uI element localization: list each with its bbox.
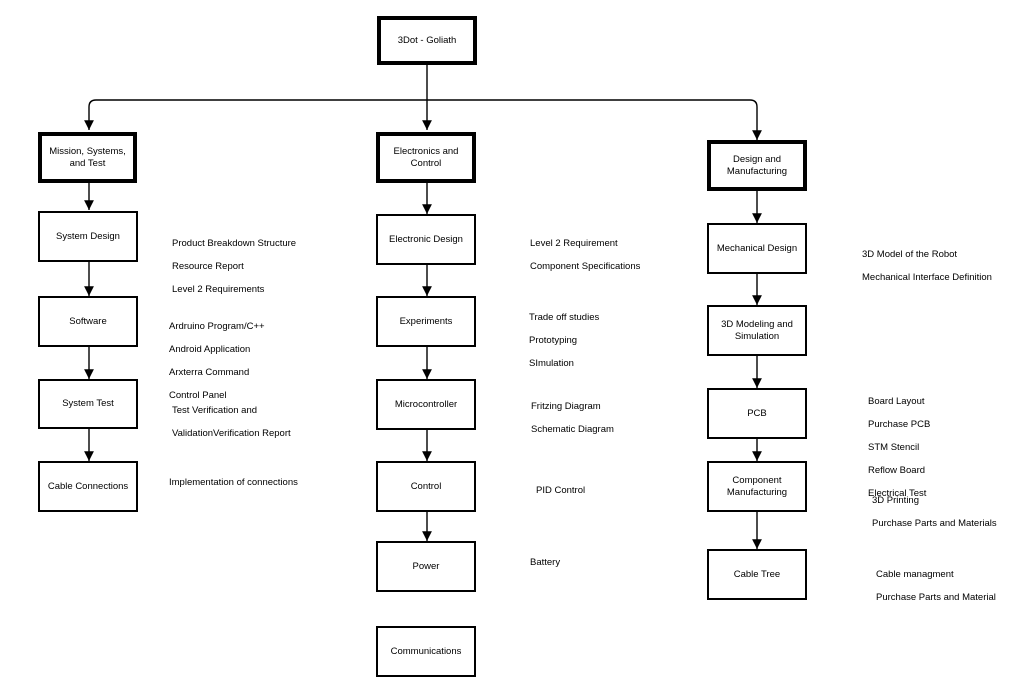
bus-connector-left	[84, 99, 427, 130]
software-box: Software	[38, 296, 138, 347]
software-notes: Ardruino Program/C++ Android Application…	[169, 309, 265, 413]
mechanical-design-box: Mechanical Design	[707, 223, 807, 274]
cable-tree-notes: Cable managment Purchase Parts and Mater…	[876, 557, 996, 615]
note-line: Test Verification and	[172, 404, 258, 416]
communications-box: Communications	[376, 626, 476, 677]
electronic-design-box: Electronic Design	[376, 214, 476, 265]
note-line: 3D Printing	[872, 494, 919, 506]
note-line: STM Stencil	[868, 441, 920, 453]
cable-connections-notes: Implementation of connections	[169, 465, 298, 500]
power-box: Power	[376, 541, 476, 592]
experiments-notes: Trade off studies Prototyping SImulation	[529, 300, 599, 381]
system-test-notes: Test Verification and ValidationVerifica…	[172, 393, 291, 451]
component-manufacturing-notes: 3D Printing Purchase Parts and Materials	[872, 483, 997, 541]
note-line: Implementation of connections	[169, 476, 298, 488]
mechanical-design-notes: 3D Model of the Robot Mechanical Interfa…	[862, 237, 992, 295]
note-line: Purchase Parts and Materials	[872, 517, 997, 529]
note-line: PID Control	[536, 484, 586, 496]
cable-tree-box: Cable Tree	[707, 549, 807, 600]
note-line: Purchase PCB	[868, 418, 931, 430]
electronics-control-header: Electronics and Control	[376, 132, 476, 183]
note-line: Battery	[530, 556, 561, 568]
note-line: Electrical Test	[868, 487, 927, 499]
mission-systems-test-header: Mission, Systems, and Test	[38, 132, 137, 183]
note-line: Level 2 Requirement	[530, 237, 618, 249]
note-line: Purchase Parts and Material	[876, 591, 996, 603]
note-line: SImulation	[529, 357, 574, 369]
note-line: Board Layout	[868, 395, 925, 407]
3d-modeling-box: 3D Modeling and Simulation	[707, 305, 807, 356]
system-design-box: System Design	[38, 211, 138, 262]
cable-connections-box: Cable Connections	[38, 461, 138, 512]
note-line: Android Application	[169, 343, 251, 355]
note-line: Control Panel	[169, 389, 227, 401]
note-line: Fritzing Diagram	[531, 400, 601, 412]
microcontroller-box: Microcontroller	[376, 379, 476, 430]
note-line: Level 2 Requirements	[172, 283, 265, 295]
control-box: Control	[376, 461, 476, 512]
note-line: Resource Report	[172, 260, 244, 272]
note-line: 3D Model of the Robot	[862, 248, 958, 260]
bus-connector-right	[427, 99, 762, 140]
note-line: Trade off studies	[529, 311, 600, 323]
design-manufacturing-header: Design and Manufacturing	[707, 140, 807, 191]
note-line: Mechanical Interface Definition	[862, 271, 992, 283]
note-line: Reflow Board	[868, 464, 926, 476]
note-line: Schematic Diagram	[531, 423, 614, 435]
system-design-notes: Product Breakdown Structure Resource Rep…	[172, 226, 296, 307]
note-line: Arxterra Command	[169, 366, 250, 378]
component-manufacturing-box: Component Manufacturing	[707, 461, 807, 512]
root-box: 3Dot - Goliath	[377, 16, 477, 65]
note-line: Component Specifications	[530, 260, 641, 272]
note-line: Prototyping	[529, 334, 578, 346]
pcb-notes: Board Layout Purchase PCB STM Stencil Re…	[868, 384, 930, 511]
electronic-design-notes: Level 2 Requirement Component Specificat…	[530, 226, 640, 284]
control-notes: PID Control	[536, 473, 585, 508]
experiments-box: Experiments	[376, 296, 476, 347]
power-notes: Battery	[530, 545, 560, 580]
note-line: Ardruino Program/C++	[169, 320, 265, 332]
note-line: ValidationVerification Report	[172, 427, 291, 439]
microcontroller-notes: Fritzing Diagram Schematic Diagram	[531, 389, 614, 447]
note-line: Cable managment	[876, 568, 954, 580]
system-test-box: System Test	[38, 379, 138, 429]
pcb-box: PCB	[707, 388, 807, 439]
note-line: Product Breakdown Structure	[172, 237, 297, 249]
